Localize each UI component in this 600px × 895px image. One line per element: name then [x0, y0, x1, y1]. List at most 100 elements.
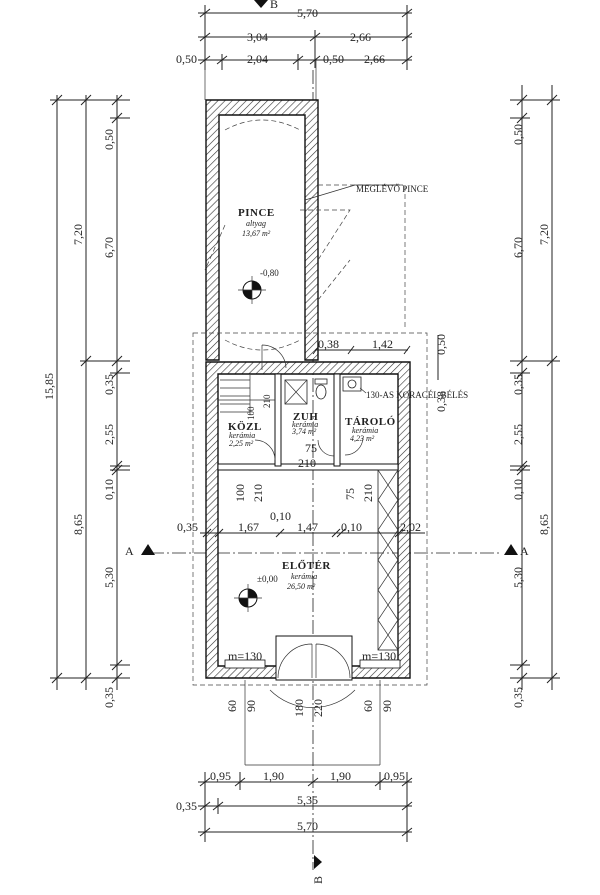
- room-pince-name: PINCE: [238, 207, 275, 219]
- top-dim-row3-b: 2,04: [247, 52, 268, 66]
- opening-mark-2: 90: [244, 700, 258, 712]
- opening-mark-4: 220: [311, 699, 325, 717]
- pince-top-dim-a: 0,38: [318, 337, 339, 351]
- annotation-meglevo-pince: MEGLÉVŐ PINCE: [356, 184, 429, 194]
- window-label-right: m=130: [362, 649, 396, 663]
- left-dim-col2-b: 8,65: [71, 514, 85, 535]
- window-left: [224, 659, 266, 669]
- wc-fixture: [314, 378, 328, 400]
- top-dim-row2-b: 2,66: [350, 30, 371, 44]
- top-dim-row3-a: 0,50: [176, 52, 197, 66]
- room-tarolo-name: TÁROLÓ: [345, 416, 396, 428]
- right-dim-col1-d: 2,55: [511, 424, 525, 445]
- koracel-leader: [359, 387, 367, 394]
- left-dim-col3-e: 0,10: [102, 479, 116, 500]
- room-kozl-floor: kerámia: [229, 431, 255, 440]
- bottom-dim-row1-c: 1,90: [330, 769, 351, 783]
- ground-level-marker: [234, 584, 262, 612]
- opening-mark-1: 60: [225, 700, 239, 712]
- window-label-left: m=130: [228, 649, 262, 663]
- bottom-dim-overall: 5,70: [297, 819, 318, 833]
- footprint-outline: [192, 332, 428, 686]
- door-mark-8: 210: [361, 484, 375, 502]
- cellar-walls: [205, 99, 319, 361]
- door-mark-4: 210: [298, 456, 316, 470]
- section-a-left-label: A: [125, 544, 134, 558]
- room-eloter-area: 26,50 m²: [287, 582, 316, 591]
- top-dim-overall: 5,70: [297, 6, 318, 20]
- top-dim-row2-a: 3,04: [247, 30, 268, 44]
- mid-row-dim-a: 0,35: [177, 520, 198, 534]
- section-a-right-marker: [504, 544, 518, 555]
- pince-top-dim-b: 1,42: [372, 337, 393, 351]
- left-dim-col3-a: 0,50: [102, 129, 116, 150]
- door-swing-arcs: [254, 344, 364, 461]
- opening-mark-3: 180: [292, 699, 306, 717]
- cellar-vault-arcs: [224, 119, 301, 351]
- section-b-top-label: B: [270, 0, 278, 11]
- bottom-dim-row1-d: 0,95: [384, 769, 405, 783]
- right-dim-inner-a: 0,50: [434, 334, 448, 355]
- room-pince-area: 13,67 m²: [242, 229, 271, 238]
- wardrobe-cabinets: [377, 469, 399, 651]
- right-dim-col2-a: 7,20: [537, 224, 551, 245]
- right-dimension-lines: [437, 85, 560, 690]
- top-dim-row3-d: 2,66: [364, 52, 385, 66]
- top-dimension-lines: [198, 5, 413, 100]
- room-kozl-area: 2,25 m²: [229, 439, 254, 448]
- door-mark-5: 100: [233, 484, 247, 502]
- mid-row-dim-e: 2,02: [400, 520, 421, 534]
- door-mark-3: 75: [305, 441, 317, 455]
- mid-row-dim-c: 1,47: [297, 520, 318, 534]
- right-dim-inner-b: 0,38: [434, 391, 448, 412]
- left-dim-col2-a: 7,20: [71, 224, 85, 245]
- room-pince-level: -0,80: [260, 268, 279, 278]
- shower-fixture: [284, 379, 308, 405]
- right-dim-col1-c: 0,35: [511, 374, 525, 395]
- sink-fixture: [342, 376, 362, 392]
- left-dim-col3-g: 0,35: [102, 687, 116, 708]
- section-a-right-label: A: [520, 544, 529, 558]
- right-dim-col1-b: 6,70: [511, 237, 525, 258]
- room-tarolo-area: 4,23 m²: [350, 434, 375, 443]
- bottom-dim-row2-a: 0,35: [176, 799, 197, 813]
- section-a-left-marker: [141, 544, 155, 555]
- room-zuh-name: ZUH: [293, 411, 318, 423]
- door-mark-6: 210: [251, 484, 265, 502]
- room-eloter-name: ELŐTÉR: [282, 560, 331, 572]
- bottom-dimension-lines: [198, 772, 413, 842]
- left-dim-col3-c: 0,35: [102, 374, 116, 395]
- mid-row-dim-d: 0,10: [341, 520, 362, 534]
- section-b-top-marker: [254, 0, 268, 8]
- room-pince-floor: altyag: [246, 219, 266, 228]
- door-mark-2: 210: [262, 394, 272, 408]
- window-right: [359, 659, 401, 669]
- right-dim-col1-a: 0,50: [511, 124, 525, 145]
- meglevo-pince-leader: [304, 184, 356, 201]
- existing-cellar-outline: [204, 184, 406, 330]
- right-dim-col1-g: 0,35: [511, 687, 525, 708]
- cellar-level-marker: [238, 276, 266, 304]
- right-dim-col2-b: 8,65: [537, 514, 551, 535]
- door-mark-7: 75: [343, 488, 357, 500]
- top-dim-row3-c: 0,50: [323, 52, 344, 66]
- left-dim-col3-d: 2,55: [102, 424, 116, 445]
- right-dim-col1-f: 5,30: [511, 567, 525, 588]
- room-zuh-floor: kerámia: [292, 420, 318, 429]
- room-eloter-level: ±0,00: [257, 574, 278, 584]
- room-kozl-name: KÖZL: [228, 420, 262, 433]
- stair-treads: [220, 375, 251, 415]
- opening-mark-5: 60: [361, 700, 375, 712]
- left-dim-col3-f: 5,30: [102, 567, 116, 588]
- bottom-dim-row1-b: 1,90: [263, 769, 284, 783]
- section-b-bottom-marker: [314, 855, 322, 869]
- room-eloter-floor: kerámia: [291, 572, 317, 581]
- room-tarolo-floor: kerámia: [352, 426, 378, 435]
- bottom-dim-row1-a: 0,95: [210, 769, 231, 783]
- right-dim-col1-e: 0,10: [511, 479, 525, 500]
- partition-walls: [217, 373, 399, 471]
- entrance-step: [244, 680, 381, 766]
- room-zuh-area: 3,74 m²: [291, 427, 317, 436]
- mid-row-dim-b: 1,67: [238, 520, 259, 534]
